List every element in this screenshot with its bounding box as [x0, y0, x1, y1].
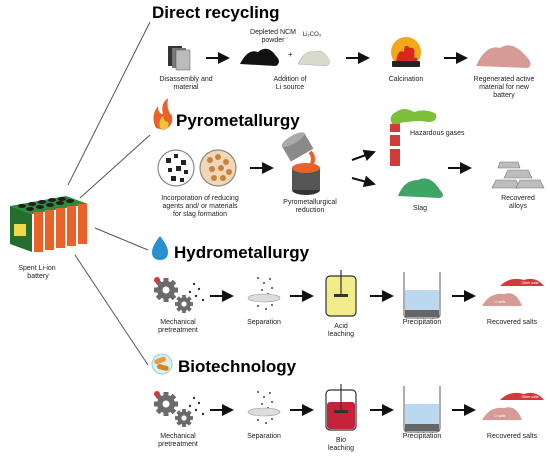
- acid-leaching-reactor-icon: [325, 270, 357, 317]
- battery-pack-icon: [10, 196, 88, 252]
- crucible-icon: [281, 132, 320, 195]
- li-source-formula: Li₂CO₃: [303, 32, 322, 38]
- bioleaching-reactor-icon: [325, 384, 357, 431]
- bacteria-icon: [151, 353, 173, 375]
- hydro-precipitation-beaker-icon: [403, 272, 441, 319]
- pyro-step-3-label: Hazardous gases: [410, 130, 465, 137]
- route-connectors: [67, 21, 151, 366]
- connector-hydro: [94, 227, 149, 251]
- flame-icon: [153, 98, 173, 130]
- slag-pile-icon: [398, 178, 443, 198]
- direct-step-4-label: Calcination: [389, 76, 424, 83]
- hydro-step-5-label: Recovered salts: [487, 319, 538, 326]
- reducing-agent-dish-icon: [157, 149, 195, 187]
- hydro-step-4-label: Precipitation: [403, 319, 442, 326]
- li-source-powder-icon: [297, 50, 330, 67]
- bio-salts-icon: [482, 392, 544, 420]
- source-label-line1: Spent Li-ion: [18, 265, 55, 272]
- bio-separation-icon: [247, 391, 281, 424]
- pyro-step-4-label: Slag: [413, 205, 427, 212]
- hydro-separation-icon: [247, 277, 281, 310]
- water-drop-icon: [152, 236, 168, 260]
- direct-title: Direct recycling: [152, 3, 280, 22]
- regenerated-material-icon: [476, 45, 531, 68]
- ncm-powder-icon: [240, 48, 279, 66]
- hydro-salts-icon: [482, 278, 544, 306]
- bio-gears-icon: [154, 391, 205, 427]
- alloy-ingots-icon: [491, 161, 545, 189]
- bio-step-2-label: Separation: [247, 433, 281, 440]
- bio-li-salts-tag: Li salts: [495, 414, 506, 418]
- plus-sign: +: [288, 50, 293, 59]
- bio-other-salts-tag: Other salts: [522, 395, 539, 399]
- hydro-gears-icon: [154, 277, 205, 313]
- hydro-step-2-label: Separation: [247, 319, 281, 326]
- hydro-title: Hydrometallurgy: [174, 243, 310, 262]
- bio-title: Biotechnology: [178, 357, 297, 376]
- pyro-title: Pyrometallurgy: [176, 111, 300, 130]
- bio-step-4-label: Precipitation: [403, 433, 442, 440]
- connector-bio: [74, 254, 149, 366]
- calcination-icon: [391, 37, 421, 67]
- slag-material-dish-icon: [199, 149, 237, 187]
- source-label: Spent Li-ion battery: [18, 265, 57, 280]
- chimney-gas-icon: [390, 109, 437, 166]
- disassembly-icon: [168, 46, 191, 71]
- hydro-li-salts-tag: Li salts: [495, 300, 506, 304]
- bio-precipitation-beaker-icon: [403, 386, 441, 433]
- connector-direct: [67, 21, 151, 186]
- source-label-line2: battery: [27, 273, 49, 280]
- connector-pyro: [79, 134, 151, 199]
- arrow-pyro-slag: [351, 175, 376, 188]
- arrow-pyro-gases: [351, 149, 376, 162]
- bio-step-5-label: Recovered salts: [487, 433, 538, 440]
- hydro-other-salts-tag: Other salts: [522, 281, 539, 285]
